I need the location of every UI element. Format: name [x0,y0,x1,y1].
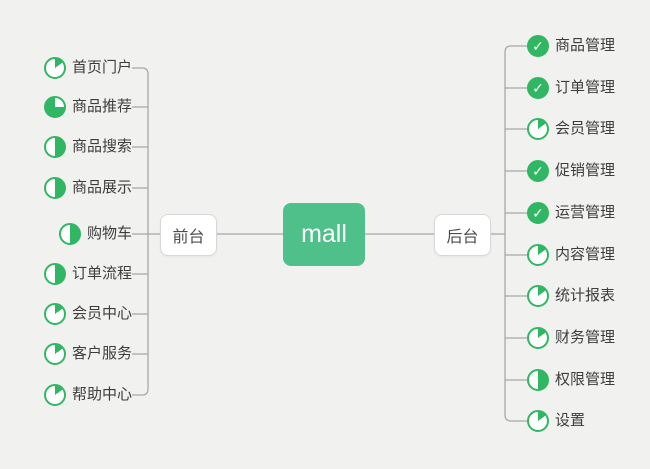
pie-half-icon [527,369,549,391]
item-label: 客户服务 [71,345,132,362]
pie-eighth-icon [527,244,549,266]
pie-eighth-icon [527,410,549,432]
mindmap-item[interactable]: 订单流程 [43,263,132,285]
progress-done-check-icon [527,202,549,224]
item-label: 内容管理 [555,246,616,263]
item-label: 财务管理 [555,329,616,346]
item-label: 商品展示 [71,179,132,196]
mindmap-item[interactable]: 统计报表 [527,285,615,307]
mindmap-item[interactable]: 权限管理 [527,369,615,391]
item-label: 商品推荐 [71,98,132,115]
mindmap-item[interactable]: 购物车 [58,223,132,245]
mindmap-item[interactable]: 内容管理 [527,244,615,266]
mindmap-item[interactable]: 商品展示 [43,177,132,199]
mindmap-item[interactable]: 商品搜索 [43,136,132,158]
item-label: 运营管理 [555,204,616,221]
pie-half-icon [43,263,66,285]
pie-three-quarter-icon [43,96,66,118]
pie-eighth-icon [43,57,66,79]
item-label: 统计报表 [555,287,616,304]
item-label: 订单管理 [555,79,616,96]
item-label: 设置 [555,412,586,429]
mindmap-item[interactable]: 客户服务 [43,343,132,365]
progress-done-check-icon [527,160,549,182]
mindmap-item[interactable]: 首页门户 [43,57,132,79]
item-label: 权限管理 [555,371,616,388]
mindmap-item[interactable]: 会员中心 [43,303,132,325]
item-label: 首页门户 [71,59,132,76]
item-label: 帮助中心 [71,386,132,403]
pie-eighth-icon [43,303,66,325]
pie-eighth-icon [527,327,549,349]
item-label: 购物车 [86,225,132,242]
item-label: 订单流程 [71,265,132,282]
item-label: 商品搜索 [71,138,132,155]
item-label: 会员管理 [555,120,616,137]
mindmap-item[interactable]: 商品管理 [527,35,615,57]
item-label: 促销管理 [555,162,616,179]
pie-eighth-icon [527,118,549,140]
root-node-mall[interactable]: mall [283,203,365,266]
mindmap-item[interactable]: 设置 [527,410,585,432]
pie-eighth-icon [527,285,549,307]
mindmap-item[interactable]: 订单管理 [527,77,615,99]
mindmap-item[interactable]: 帮助中心 [43,384,132,406]
mindmap-item[interactable]: 会员管理 [527,118,615,140]
pie-half-icon [58,223,81,245]
mindmap-item[interactable]: 运营管理 [527,202,615,224]
pie-half-icon [43,177,66,199]
progress-done-check-icon [527,35,549,57]
mindmap-item[interactable]: 商品推荐 [43,96,132,118]
mindmap-item[interactable]: 财务管理 [527,327,615,349]
item-label: 会员中心 [71,305,132,322]
pie-eighth-icon [43,343,66,365]
branch-node-backend[interactable]: 后台 [434,214,491,256]
pie-half-icon [43,136,66,158]
branch-node-frontend[interactable]: 前台 [160,214,217,256]
item-label: 商品管理 [555,37,616,54]
pie-eighth-icon [43,384,66,406]
mindmap-item[interactable]: 促销管理 [527,160,615,182]
progress-done-check-icon [527,77,549,99]
